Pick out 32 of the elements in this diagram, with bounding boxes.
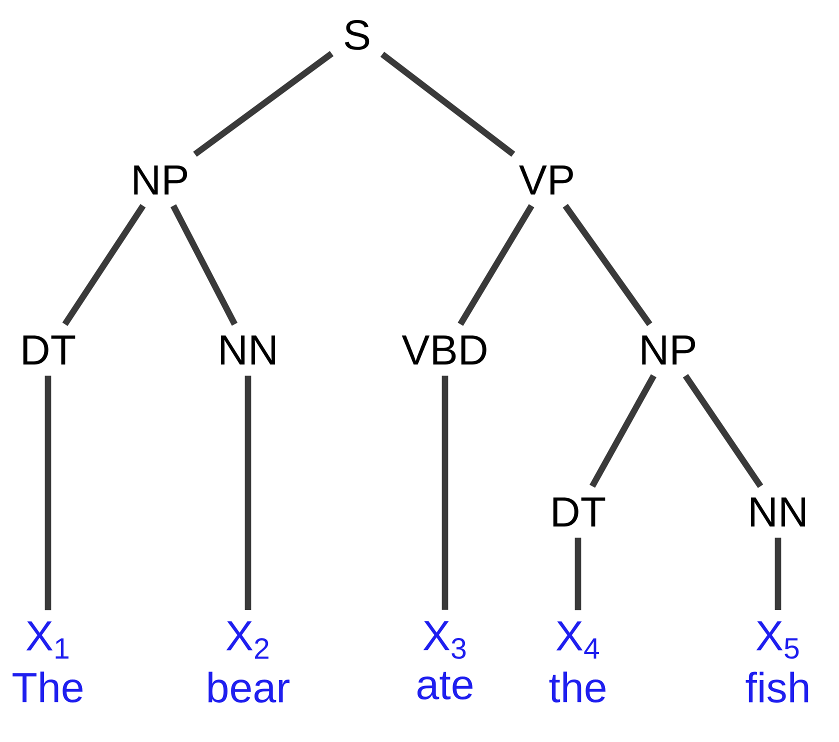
- word: the: [549, 672, 606, 703]
- tree-label: NP: [642, 336, 696, 364]
- tree-label: VBD: [402, 336, 486, 364]
- leaf-label: X$_{2}$: [226, 621, 268, 659]
- leaf-label: X$_{5}$: [756, 621, 799, 659]
- tree-label: DT: [553, 498, 606, 526]
- tree-branch: [458, 204, 534, 326]
- tree-label: NN: [751, 498, 806, 526]
- tree-branch: [193, 51, 334, 157]
- tree-branch: [380, 52, 516, 157]
- tree-label: NN: [221, 336, 276, 364]
- word: ate: [417, 672, 472, 700]
- leaf-label: X$_{3}$: [423, 621, 466, 659]
- word: fish: [746, 672, 808, 703]
- tree-branch: [574, 538, 582, 610]
- tree-label: S: [344, 20, 370, 50]
- tree-branch: [244, 376, 252, 610]
- tree-label: VP: [519, 166, 573, 194]
- tree-branch: [774, 538, 782, 610]
- tree-branch: [682, 374, 764, 488]
- leaf-label: X$_{1}$: [26, 621, 68, 659]
- tree-branch: [62, 204, 146, 326]
- tree-branch: [562, 204, 652, 326]
- leaf-label: X$_{4}$: [556, 621, 600, 659]
- tree-label: NP: [134, 166, 188, 194]
- word: The: [12, 672, 82, 703]
- tree-label: DT: [23, 336, 76, 364]
- tree-branch: [44, 376, 52, 610]
- tree-branch: [442, 376, 448, 610]
- tree-branch: [170, 204, 238, 326]
- tree-branch: [590, 374, 656, 488]
- word: bear: [208, 672, 290, 703]
